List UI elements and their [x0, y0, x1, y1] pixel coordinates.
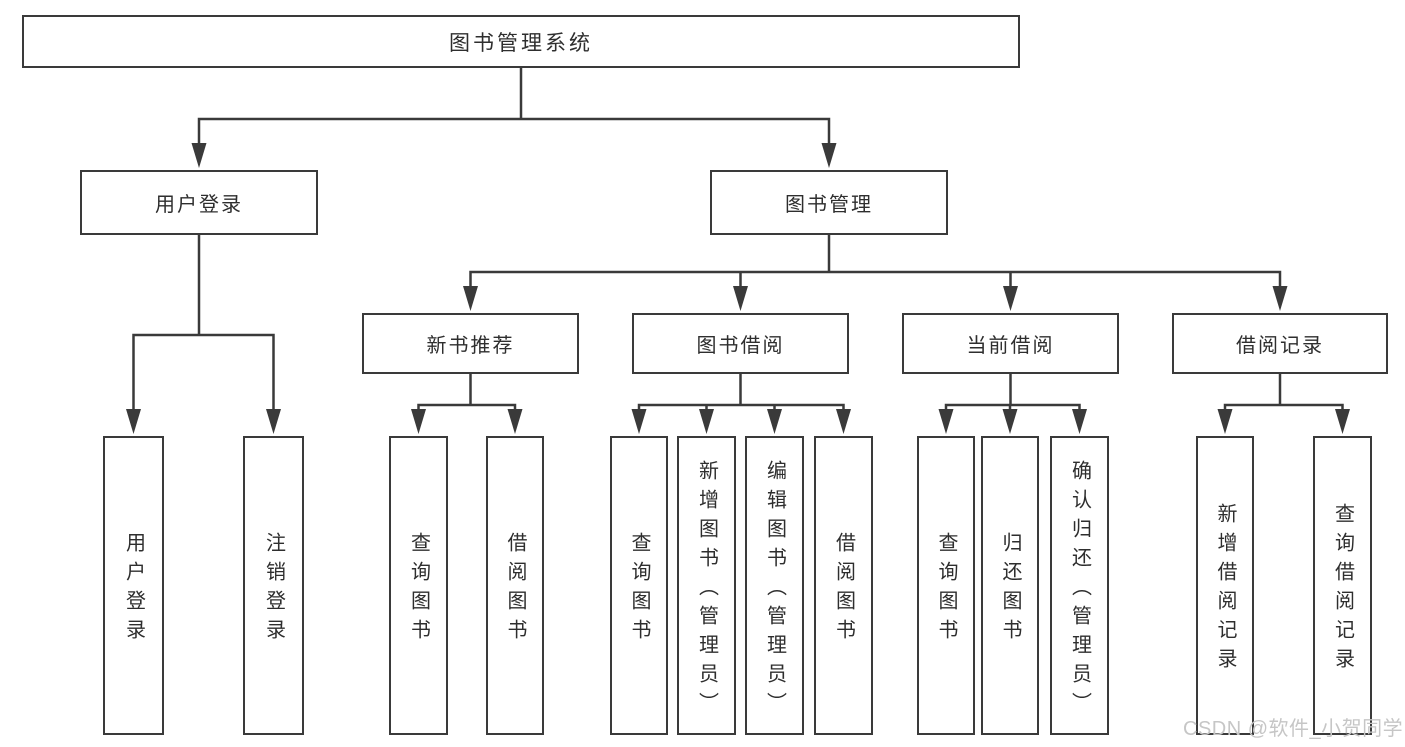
node-label: 查询图书	[628, 532, 650, 648]
node-label: 确认归还（管理员）	[1068, 459, 1091, 721]
arrowhead-icon	[733, 286, 748, 311]
node-user-login-group: 用户登录	[80, 170, 318, 235]
leaf-add-borrow-record: 新增借阅记录	[1196, 436, 1254, 735]
node-book-borrow: 图书借阅	[632, 313, 849, 374]
node-label: 新书推荐	[426, 335, 515, 357]
arrowhead-icon	[836, 409, 851, 434]
arrowhead-icon	[631, 409, 647, 434]
node-label: 编辑图书（管理员）	[763, 459, 786, 721]
node-label: 借阅图书	[504, 532, 526, 648]
arrowhead-icon	[767, 409, 782, 434]
arrowhead-icon	[191, 143, 207, 168]
node-label: 新增图书（管理员）	[695, 459, 718, 721]
node-new-book-recommend: 新书推荐	[362, 313, 579, 374]
arrowhead-icon	[126, 409, 141, 434]
node-label: 当前借阅	[966, 335, 1055, 357]
leaf-borrow-books-2: 借阅图书	[814, 436, 873, 735]
connector	[938, 374, 1087, 434]
arrowhead-icon	[821, 143, 837, 168]
leaf-user-login: 用户登录	[103, 436, 164, 735]
leaf-borrow-books-1: 借阅图书	[486, 436, 544, 735]
connector	[631, 374, 851, 434]
arrowhead-icon	[699, 409, 714, 434]
arrowhead-icon	[1002, 409, 1018, 434]
arrowhead-icon	[938, 409, 954, 434]
node-label: 新增借阅记录	[1214, 503, 1236, 677]
arrowhead-icon	[411, 409, 426, 434]
arrowhead-icon	[463, 286, 478, 311]
leaf-query-borrow-record: 查询借阅记录	[1313, 436, 1372, 735]
node-root-system: 图书管理系统	[22, 15, 1020, 68]
leaf-query-books-3: 查询图书	[917, 436, 975, 735]
node-borrow-records: 借阅记录	[1172, 313, 1388, 374]
leaf-edit-book-admin: 编辑图书（管理员）	[745, 436, 804, 735]
node-label: 用户登录	[122, 532, 145, 648]
node-label: 查询图书	[407, 532, 430, 648]
arrowhead-icon	[1272, 286, 1288, 311]
node-current-borrow: 当前借阅	[902, 313, 1119, 374]
node-label: 图书借阅	[696, 335, 785, 357]
connector	[411, 374, 523, 434]
connector	[1217, 374, 1350, 434]
arrowhead-icon	[1217, 409, 1233, 434]
connector	[191, 68, 837, 168]
node-label: 用户登录	[155, 194, 243, 216]
connector	[463, 235, 1288, 311]
arrowhead-icon	[1072, 409, 1087, 434]
leaf-return-book: 归还图书	[981, 436, 1039, 735]
node-book-management: 图书管理	[710, 170, 948, 235]
leaf-query-books-1: 查询图书	[389, 436, 448, 735]
arrowhead-icon	[1335, 409, 1350, 434]
node-label: 注销登录	[262, 532, 285, 648]
leaf-logout: 注销登录	[243, 436, 304, 735]
node-label: 图书管理	[785, 194, 873, 216]
leaf-add-book-admin: 新增图书（管理员）	[677, 436, 736, 735]
csdn-watermark: CSDN @软件_小贺同学	[1183, 718, 1404, 740]
node-label: 查询借阅记录	[1331, 503, 1354, 677]
connector	[126, 235, 281, 434]
node-label: 归还图书	[999, 532, 1021, 648]
node-label: 借阅记录	[1236, 335, 1324, 357]
node-label: 借阅图书	[832, 532, 855, 648]
leaf-confirm-return-admin: 确认归还（管理员）	[1050, 436, 1109, 735]
node-label: 图书管理系统	[449, 31, 593, 55]
arrowhead-icon	[266, 409, 281, 434]
leaf-query-books-2: 查询图书	[610, 436, 668, 735]
arrowhead-icon	[1003, 286, 1018, 311]
arrowhead-icon	[507, 409, 523, 434]
node-label: 查询图书	[935, 532, 957, 648]
